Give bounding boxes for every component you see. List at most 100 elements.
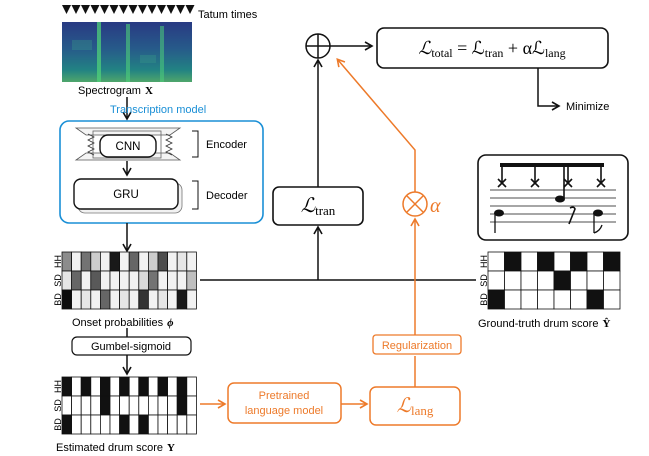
grid-cell — [109, 251, 121, 272]
grid-cell — [138, 289, 149, 310]
gumbel-sigmoid-label: Gumbel-sigmoid — [91, 341, 171, 353]
grid-cell — [119, 376, 130, 397]
grid-cell — [186, 270, 197, 291]
regularization-label: Regularization — [382, 340, 452, 352]
grid-cell — [61, 414, 73, 435]
tatum-label: Tatum times — [198, 9, 258, 21]
grid-cell — [128, 270, 140, 291]
gumbel-sigmoid-box — [71, 336, 192, 356]
grid-cell — [167, 251, 178, 272]
tatum-marker — [71, 5, 81, 14]
grid-row-label: SD — [479, 274, 489, 287]
grid-cell — [80, 289, 92, 310]
grid-cell — [119, 289, 130, 310]
transcription-model-box — [59, 120, 264, 224]
gru-block: GRU — [73, 178, 183, 214]
grid-cell — [119, 414, 130, 435]
grid-cell — [487, 251, 505, 272]
tatum-marker — [90, 5, 100, 14]
alpha-label: α — [430, 195, 441, 217]
grid-cell — [167, 270, 178, 291]
multiply-node — [402, 191, 428, 217]
grid-cell — [71, 376, 82, 397]
grid-cell — [176, 376, 188, 397]
grid-cell — [176, 414, 188, 435]
grid-cell — [119, 251, 130, 272]
grid-cell — [100, 289, 111, 310]
grid-cell — [570, 270, 588, 291]
loss-tran-label: ℒtran — [301, 195, 336, 218]
grid-cell — [138, 414, 149, 435]
grid-cell — [167, 414, 178, 435]
tatum-marker — [100, 5, 109, 14]
grid-cell — [109, 414, 121, 435]
tatum-markers — [62, 5, 195, 14]
grid-cell — [603, 270, 621, 291]
grid-cell — [71, 395, 82, 416]
grid-cell — [80, 414, 92, 435]
grid-cell — [603, 251, 621, 272]
grid-cell — [570, 289, 588, 310]
tatum-marker — [128, 5, 138, 14]
grid-cell — [537, 289, 555, 310]
grid-cell — [176, 289, 188, 310]
grid-cell — [138, 251, 149, 272]
grid-cell — [71, 414, 82, 435]
spectrogram — [62, 22, 192, 82]
grid-cell — [504, 270, 522, 291]
grid-cell — [90, 395, 101, 416]
grid-cell — [147, 414, 159, 435]
grid-cell — [90, 251, 101, 272]
tatum-marker — [185, 5, 195, 14]
grid-cell — [537, 270, 555, 291]
grid-cell — [570, 251, 588, 272]
grid-cell — [80, 251, 92, 272]
grid-cell — [157, 414, 169, 435]
grid-cell — [61, 270, 73, 291]
grid-cell — [100, 376, 111, 397]
grid-cell — [176, 251, 188, 272]
sum-node — [305, 33, 331, 59]
grid-cell — [109, 376, 121, 397]
grid-cell — [100, 251, 111, 272]
decoder-label: Decoder — [206, 190, 248, 202]
grid-cell — [504, 251, 522, 272]
grid-cell — [71, 270, 82, 291]
grid-cell — [61, 289, 73, 310]
drum-notation — [477, 154, 629, 241]
grid-cell — [176, 395, 188, 416]
grid-cell — [109, 270, 121, 291]
grid-row-label: SD — [53, 399, 63, 412]
grid-cell — [147, 289, 159, 310]
pretrained-language-model-box — [227, 382, 342, 424]
grid-cell — [186, 289, 197, 310]
gru-label: GRU — [113, 189, 139, 201]
grid-row-label: HH — [53, 380, 63, 393]
regularization-box — [372, 334, 462, 355]
grid-cell — [128, 395, 140, 416]
grid-row-label: HH — [479, 255, 489, 268]
grid-cell — [186, 395, 197, 416]
tatum-marker — [119, 5, 128, 14]
grid-cell — [61, 376, 73, 397]
loss-total-label: ℒtotal = ℒtran + αℒlang — [418, 38, 565, 60]
grid-cell — [167, 395, 178, 416]
grid-cell — [138, 270, 149, 291]
grid-cell — [603, 289, 621, 310]
grid-cell — [109, 289, 121, 310]
grid-cell — [80, 376, 92, 397]
grid-cell — [100, 414, 111, 435]
encoder-label: Encoder — [206, 139, 247, 151]
grid-cell — [119, 395, 130, 416]
grid-cell — [71, 251, 82, 272]
grid-cell — [128, 414, 140, 435]
grid-cell — [147, 395, 159, 416]
minimize-label: Minimize — [566, 101, 609, 113]
grid-cell — [487, 289, 505, 310]
grid-cell — [138, 395, 149, 416]
